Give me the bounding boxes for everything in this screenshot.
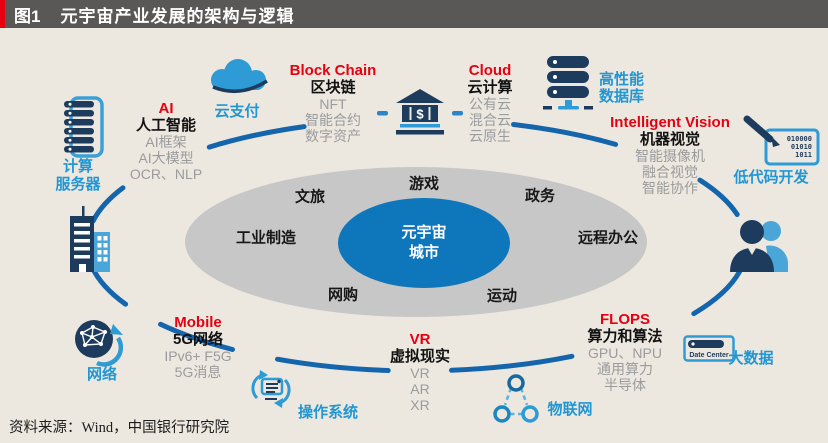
network-label: 网络 [86, 366, 118, 383]
cluster-blockchain-zh: 区块链 [310, 79, 356, 96]
server-rack-icon [64, 96, 104, 158]
ring-item-government: 政务 [524, 187, 556, 205]
flow-arc-segment [691, 268, 743, 317]
hp-database-label: 高性能 数据库 [599, 71, 645, 105]
iot-icon [493, 374, 539, 423]
big-data-label: 大数据 [728, 350, 774, 367]
bank-icon: $ [377, 89, 463, 135]
cluster-intelligent-vision-item: 智能协作 [642, 180, 698, 196]
iot-label: 物联网 [547, 401, 593, 418]
database-stack-icon [543, 56, 593, 110]
binary-line: 01010 [791, 143, 812, 151]
source-note: 资料来源：Wind，中国银行研究院 [9, 420, 230, 436]
low-code-icon: 010000 01010 1011 [743, 115, 820, 166]
binary-line: 1011 [795, 151, 812, 159]
cluster-vr-zh: 虚拟现实 [389, 348, 451, 365]
figure-title-bar: 图1 元宇宙产业发展的架构与逻辑 [0, 0, 828, 28]
ring-item-sports: 运动 [486, 287, 518, 305]
figure-number: 图1 [14, 6, 41, 26]
bank-dollar-glyph: $ [416, 107, 424, 122]
flow-arc-segment [511, 122, 619, 147]
figure-title: 元宇宙产业发展的架构与逻辑 [60, 6, 295, 26]
cluster-flops-item: 通用算力 [596, 361, 653, 377]
cluster-mobile-en: Mobile [174, 314, 222, 331]
cluster-flops-zh: 算力和算法 [587, 328, 663, 345]
data-center-text: Date Center [689, 352, 729, 359]
cloud-pay-label: 云支付 [214, 103, 260, 120]
computing-server-label: 计算 服务器 [55, 158, 101, 193]
ring-item-remote-work: 远程办公 [577, 229, 639, 247]
cluster-mobile: Mobile 5G网络 IPv6+ F5G 5G消息 [164, 314, 231, 380]
ring-item-gaming: 游戏 [408, 175, 440, 193]
cluster-intelligent-vision: Intelligent Vision 机器视觉 智能摄像机 融合视觉 智能协作 [610, 114, 730, 196]
metaverse-city-core: 元宇宙 城市 [338, 198, 510, 288]
binary-line: 010000 [787, 135, 812, 143]
cloud-pay-icon [211, 59, 268, 94]
cluster-flops-item: 半导体 [603, 377, 646, 393]
core-label-line2: 城市 [408, 244, 439, 261]
cluster-intelligent-vision-en: Intelligent Vision [610, 114, 730, 131]
cluster-vr-item: VR [410, 365, 430, 381]
cluster-intelligent-vision-item: 融合视觉 [642, 164, 698, 180]
core-label-line1: 元宇宙 [401, 224, 447, 241]
cluster-intelligent-vision-zh: 机器视觉 [639, 131, 700, 148]
cluster-blockchain-item: NFT [319, 96, 347, 112]
flow-arc-segment [275, 356, 391, 373]
cluster-mobile-item: 5G消息 [174, 364, 222, 380]
cluster-vr-item: XR [410, 397, 430, 413]
cluster-blockchain-item: 智能合约 [305, 112, 361, 128]
ring-item-industrial-manufacturing: 工业制造 [235, 229, 297, 247]
cluster-vr: VR 虚拟现实 VR AR XR [390, 331, 450, 413]
cluster-vr-en: VR [409, 331, 431, 348]
ring-item-online-shopping: 网购 [327, 286, 359, 304]
flow-arc-segment [449, 353, 575, 373]
cluster-cloud-en: Cloud [468, 62, 512, 79]
os-label: 操作系统 [297, 404, 359, 421]
data-center-icon: Date Center [683, 335, 735, 362]
cluster-ai-zh: 人工智能 [135, 117, 197, 134]
city-buildings-icon [70, 206, 110, 272]
cluster-ai-en: AI [158, 100, 174, 117]
cluster-cloud: Cloud 云计算 公有云 混合云 云原生 [467, 62, 512, 144]
cluster-flops: FLOPS 算力和算法 GPU、NPU 通用算力 半导体 [587, 311, 662, 393]
cluster-flops-en: FLOPS [599, 311, 651, 328]
cluster-blockchain-en: Block Chain [289, 62, 377, 79]
cluster-ai-item: AI框架 [145, 134, 187, 150]
cluster-cloud-item: 混合云 [468, 112, 511, 128]
cluster-vr-item: AR [410, 381, 430, 397]
operating-system-icon [251, 370, 291, 408]
cluster-blockchain-item: 数字资产 [305, 128, 361, 144]
cluster-intelligent-vision-item: 智能摄像机 [635, 148, 705, 164]
cluster-cloud-item: 公有云 [468, 96, 511, 112]
cluster-cloud-zh: 云计算 [467, 79, 513, 96]
cluster-blockchain: Block Chain 区块链 NFT 智能合约 数字资产 [290, 62, 377, 144]
cluster-ai-item: AI大模型 [138, 150, 194, 166]
cluster-flops-item: GPU、NPU [588, 345, 662, 361]
cluster-ai-item: OCR、NLP [129, 166, 203, 182]
people-icon [730, 220, 788, 272]
low-code-label: 低代码开发 [733, 169, 809, 186]
cluster-ai: AI 人工智能 AI框架 AI大模型 OCR、NLP [130, 100, 202, 182]
network-globe-icon [75, 320, 123, 367]
cluster-mobile-item: IPv6+ F5G [164, 348, 232, 364]
cluster-mobile-zh: 5G网络 [172, 331, 223, 348]
ring-item-culture-tourism: 文旅 [294, 188, 326, 206]
cluster-cloud-item: 云原生 [468, 128, 511, 144]
title-accent-stripe [0, 0, 5, 28]
